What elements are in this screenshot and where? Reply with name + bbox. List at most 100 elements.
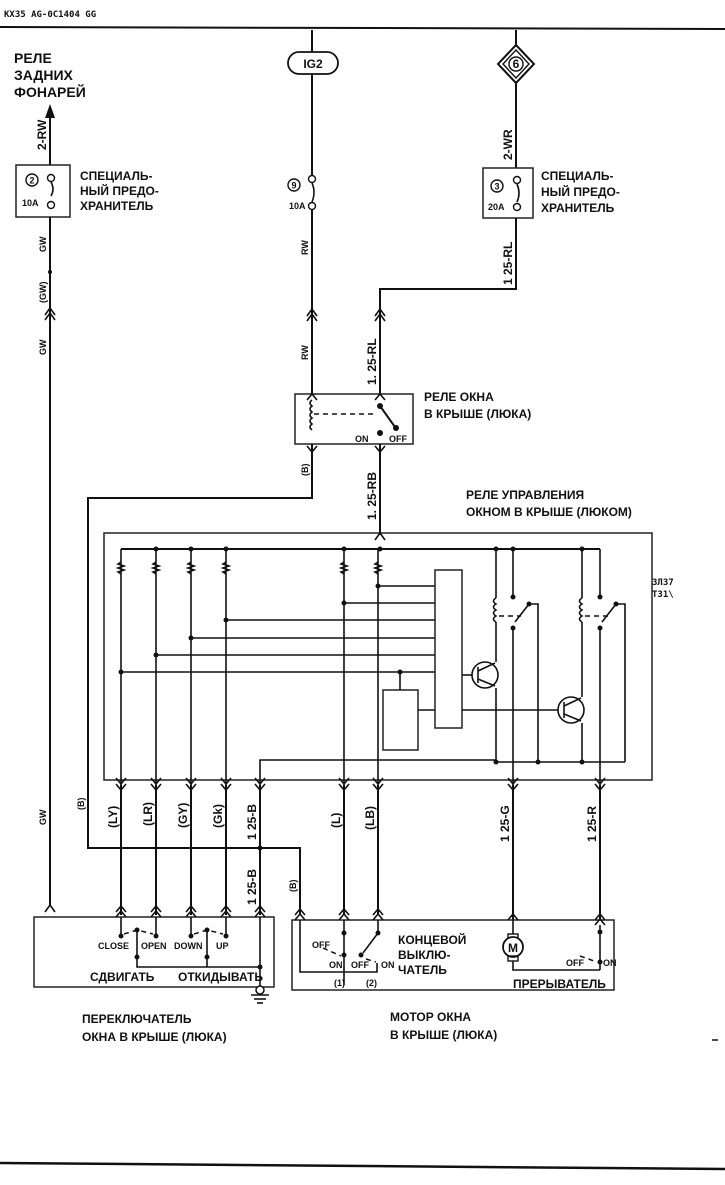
motor-title-2: В КРЫШЕ (ЛЮКА)	[390, 1028, 497, 1042]
junction-6-source: 6	[496, 43, 536, 85]
ig2-source: IG2	[287, 51, 339, 75]
breaker-off-label: OFF	[566, 958, 584, 968]
breaker-on-label: ON	[603, 958, 617, 968]
resistor-icon	[185, 561, 197, 575]
control-relay-unit: РЕЛЕ УПРАВЛЕНИЯ ОКНОМ В КРЫШЕ (ЛЮКОМ)	[103, 488, 674, 785]
side-note-1: ЗЛЗ7	[652, 578, 674, 588]
fuse-2-label-2: НЫЙ ПРЕДО-	[80, 183, 159, 198]
internal-relay-b	[578, 549, 626, 785]
motor-title-1: МОТОР ОКНА	[390, 1010, 471, 1024]
fuse-3: 3 20A СПЕЦИАЛЬ- НЫЙ ПРЕДО- ХРАНИТЕЛЬ	[482, 167, 620, 219]
wire-label-lr: (LR)	[141, 802, 155, 826]
wire-label-2rw: 2-RW	[35, 119, 49, 150]
sunroof-switch: CLOSE OPEN DOWN UP СДВИГАТЬ ОТКИДЫВАТЬ П…	[33, 904, 275, 1044]
switch-close-label: CLOSE	[98, 941, 129, 951]
transistor-icon	[471, 661, 499, 689]
sunroof-relay-title-2: В КРЫШЕ (ЛЮКА)	[424, 407, 531, 421]
wire-label-b-left: (B)	[76, 798, 86, 811]
transistor-icon	[557, 696, 585, 724]
wire-label-r: 1 25-R	[585, 806, 599, 842]
limit-off-label: OFF	[312, 940, 330, 950]
fuse-2: 2 10A СПЕЦИАЛЬ- НЫЙ ПРЕДО- ХРАНИТЕЛЬ	[15, 164, 159, 218]
fuse-3-label-3: ХРАНИТЕЛЬ	[541, 201, 615, 215]
motor-box	[291, 919, 615, 991]
wire-label-b-relay: (B)	[300, 464, 310, 477]
footer-rule	[0, 1161, 725, 1171]
logic-ic-block	[434, 569, 463, 729]
sunroof-relay: ON OFF РЕЛЕ ОКНА В КРЫШЕ (ЛЮКА)	[294, 390, 531, 445]
switch-mode-tilt: ОТКИДЫВАТЬ	[178, 970, 263, 984]
fuse-number-circle	[25, 173, 39, 187]
fuse-2-box	[15, 164, 71, 218]
wire-label-b-2: 1 25-B	[245, 869, 259, 905]
switch-up-label: UP	[216, 941, 229, 951]
limit-off2-label: OFF	[351, 960, 369, 970]
wire-label-ly: (LY)	[106, 806, 120, 828]
limit-switch-label-2: ВЫКЛЮ-	[398, 948, 451, 962]
fuse-3-rating: 20A	[488, 202, 505, 212]
wire-label-rw-2: RW	[300, 345, 310, 360]
resistor-column	[115, 549, 384, 785]
relay-coil-icon	[578, 597, 584, 623]
fuse-2-label-3: ХРАНИТЕЛЬ	[80, 199, 154, 213]
wire-label-relay-in: 1. 25-RL	[365, 338, 379, 385]
tail-relay-label-1: РЕЛЕ	[14, 50, 52, 66]
side-note-2: ТЗ1\	[652, 590, 674, 600]
relay-coil-icon	[309, 399, 314, 431]
control-relay-title-2: ОКНОМ В КРЫШЕ (ЛЮКОМ)	[466, 505, 632, 519]
motor-symbol: M	[508, 941, 518, 955]
breaker-label: ПРЕРЫВАТЕЛЬ	[513, 977, 606, 991]
resistor-icon	[372, 561, 384, 575]
limit-switch-label-3: ЧАТЕЛЬ	[398, 963, 447, 977]
fuse-9-rating: 10A	[289, 201, 306, 211]
fuse-9: 9 10A	[287, 174, 317, 211]
resistor-icon	[115, 561, 127, 575]
fuse-3-label-2: НЫЙ ПРЕДО-	[541, 184, 620, 199]
terminal-2-label: (2)	[366, 978, 377, 988]
wire-label-relay-out: 1. 25-RB	[365, 472, 379, 520]
switch-box	[33, 916, 275, 988]
fuse-3-box	[482, 167, 534, 219]
wire-label-gw-1: GW	[38, 236, 48, 252]
control-relay-title-1: РЕЛЕ УПРАВЛЕНИЯ	[466, 488, 584, 502]
switch-down-label: DOWN	[174, 941, 203, 951]
wire-label-l: (L)	[329, 813, 343, 828]
fuse-2-number: 2	[29, 176, 34, 186]
wire-ground-b	[87, 444, 313, 915]
wire-label-b-1: 1 25-B	[245, 804, 259, 840]
tail-relay-label-3: ФОНАРЕЙ	[14, 83, 86, 100]
internal-relay-a	[492, 549, 539, 785]
ig2-label: IG2	[303, 57, 323, 71]
resistor-icon	[150, 561, 162, 575]
relay-off-label: OFF	[389, 434, 407, 444]
fuse-9-number: 9	[291, 181, 296, 191]
wire-label-lb: (LB)	[363, 806, 377, 830]
ground-icon	[251, 985, 269, 1004]
header-rule	[0, 26, 725, 30]
wire-label-b-motor: (B)	[288, 880, 298, 893]
switch-title-1: ПЕРЕКЛЮЧАТЕЛЬ	[82, 1012, 192, 1026]
resistor-icon	[220, 561, 232, 575]
wire-label-gy: (GY)	[176, 803, 190, 828]
fuse-number-circle	[490, 179, 504, 193]
wire-label-rw-1: RW	[300, 240, 310, 255]
limit-on-label: ON	[329, 960, 343, 970]
wire-label-gw-conn: (GW)	[38, 282, 48, 304]
resistor-icon	[338, 561, 350, 575]
wire-label-gk: (Gk)	[211, 804, 225, 828]
document-code: KX35 AG-0C1404 GG	[4, 10, 96, 20]
wire-label-g: 1 25-G	[498, 805, 512, 842]
sunroof-motor: OFF ON OFF ON (1) (2) КОНЦЕВОЙ ВЫКЛЮ- ЧА…	[291, 907, 617, 1042]
wire-label-2wr: 2-WR	[501, 129, 515, 160]
relay-coil-icon	[492, 597, 498, 623]
fuse-3-label-1: СПЕЦИАЛЬ-	[541, 169, 614, 183]
junction-6-label: 6	[513, 57, 520, 71]
relay-on-label: ON	[355, 434, 369, 444]
sunroof-relay-title-1: РЕЛЕ ОКНА	[424, 390, 494, 404]
timer-block	[382, 689, 419, 751]
switch-open-label: OPEN	[141, 941, 167, 951]
wire-label-1-25rl: 1 25-RL	[501, 242, 515, 285]
connector-icon	[44, 903, 56, 913]
motor-icon	[502, 936, 524, 958]
